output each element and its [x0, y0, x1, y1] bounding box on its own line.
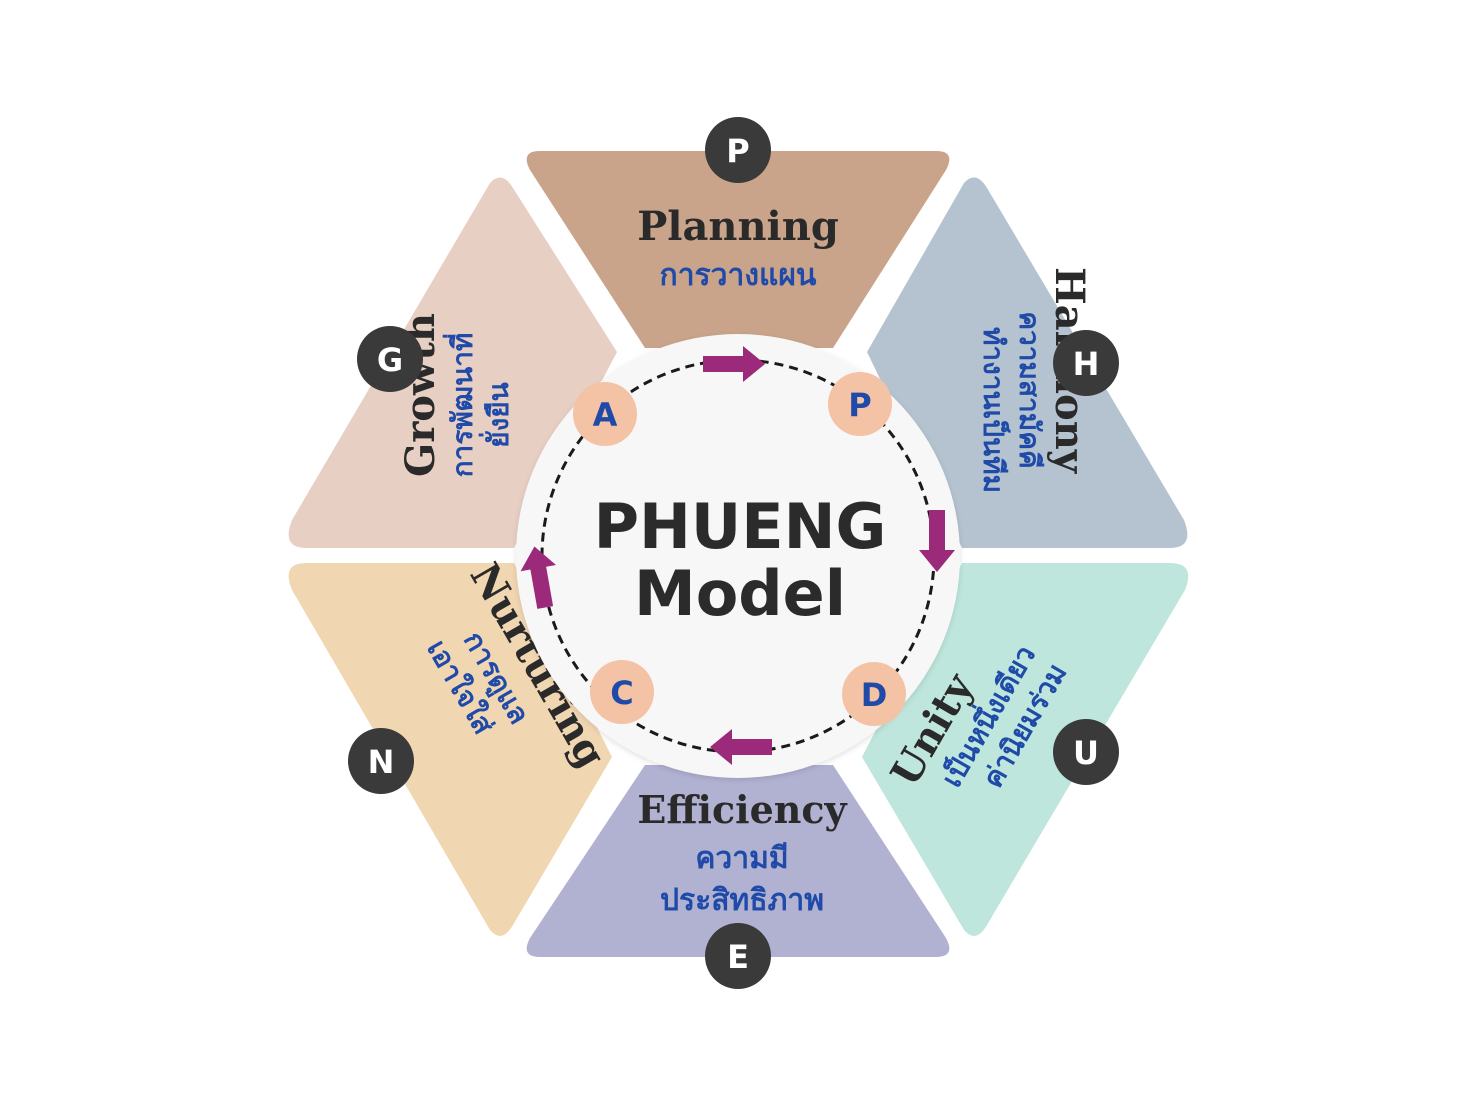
- harmony-text-group: Harmony ความสามัคคี ทำงานเป็นทีม: [977, 267, 1093, 493]
- growth-thai-label-2: ยั่งยืน: [478, 382, 515, 448]
- segments-group: Planning การวางแผน Harmony ความสามัคคี ท…: [288, 151, 1189, 957]
- unity-text-group: Unity เป็นหนึ่งเดียว ค่านิยมร่วม: [882, 638, 1074, 794]
- letter-badge-g-label: G: [377, 341, 403, 379]
- cycle-badge-d: D: [842, 662, 906, 726]
- cycle-badge-d-circle: [842, 662, 906, 726]
- segment-harmony: Harmony ความสามัคคี ทำงานเป็นทีม: [867, 177, 1188, 548]
- letter-badge-p-circle: [705, 117, 771, 183]
- arrow-bottom: [710, 729, 772, 765]
- letter-badge-h: H: [1053, 330, 1119, 396]
- letter-badge-n-label: N: [368, 743, 395, 781]
- cycle-badges: P D C A: [573, 372, 906, 726]
- segment-growth: Growth การพัฒนาที่ ยั่งยืน: [288, 177, 617, 548]
- segment-planning: Planning การวางแผน: [526, 151, 950, 348]
- harmony-thai-label-2: ทำงานเป็นทีม: [977, 327, 1011, 493]
- cycle-badge-d-label: D: [861, 676, 888, 714]
- title-line-2: Model: [634, 557, 846, 630]
- cycle-arrows: [520, 346, 955, 765]
- segment-unity: Unity เป็นหนึ่งเดียว ค่านิยมร่วม: [862, 563, 1189, 936]
- letter-badge-u-circle: [1053, 719, 1119, 785]
- letter-badge-h-circle: [1053, 330, 1119, 396]
- letter-badges: P H U E N G: [348, 117, 1119, 989]
- cycle-badge-p-circle: [828, 372, 892, 436]
- efficiency-segment-shape: [526, 765, 950, 957]
- cycle-badge-p: P: [828, 372, 892, 436]
- planning-thai-label: การวางแผน: [660, 258, 817, 293]
- letter-badge-g: G: [357, 326, 423, 392]
- nurturing-segment-shape: [288, 563, 612, 936]
- efficiency-english-label: Efficiency: [637, 787, 847, 832]
- arrow-right: [919, 510, 955, 572]
- arrow-left: [520, 546, 556, 609]
- letter-badge-e-circle: [705, 923, 771, 989]
- harmony-thai-label-1: ความสามัคคี: [1013, 311, 1046, 468]
- cycle-badge-c: C: [590, 660, 654, 724]
- letter-badge-n: N: [348, 728, 414, 794]
- growth-text-group: Growth การพัฒนาที่ ยั่งยืน: [397, 313, 515, 477]
- letter-badge-e-label: E: [727, 938, 749, 976]
- harmony-segment-shape: [867, 177, 1188, 548]
- letter-badge-h-label: H: [1073, 345, 1100, 383]
- letter-badge-n-circle: [348, 728, 414, 794]
- segment-nurturing: Nurturing การดูแล เอาใจใส่: [288, 555, 615, 936]
- arrow-top: [703, 346, 765, 382]
- letter-badge-g-circle: [357, 326, 423, 392]
- growth-thai-label-1: การพัฒนาที่: [442, 333, 479, 478]
- letter-badge-e: E: [705, 923, 771, 989]
- cycle-badge-a-circle: [573, 382, 637, 446]
- cycle-badge-a-label: A: [593, 396, 618, 434]
- letter-badge-u: U: [1053, 719, 1119, 785]
- cycle-badge-p-label: P: [848, 386, 871, 424]
- title-line-1: PHUENG: [594, 490, 887, 563]
- letter-badge-p-label: P: [726, 132, 749, 170]
- unity-segment-shape: [862, 563, 1189, 936]
- letter-badge-u-label: U: [1073, 734, 1099, 772]
- planning-segment-shape: [526, 151, 950, 348]
- growth-segment-shape: [288, 177, 617, 548]
- efficiency-thai-label-2: ประสิทธิภาพ: [660, 883, 824, 918]
- cycle-badge-a: A: [573, 382, 637, 446]
- cycle-badge-c-circle: [590, 660, 654, 724]
- efficiency-thai-label-1: ความมี: [695, 841, 788, 876]
- segment-efficiency: Efficiency ความมี ประสิทธิภาพ: [526, 765, 950, 957]
- letter-badge-p: P: [705, 117, 771, 183]
- cycle-badge-c-label: C: [610, 674, 633, 712]
- planning-english-label: Planning: [637, 203, 839, 250]
